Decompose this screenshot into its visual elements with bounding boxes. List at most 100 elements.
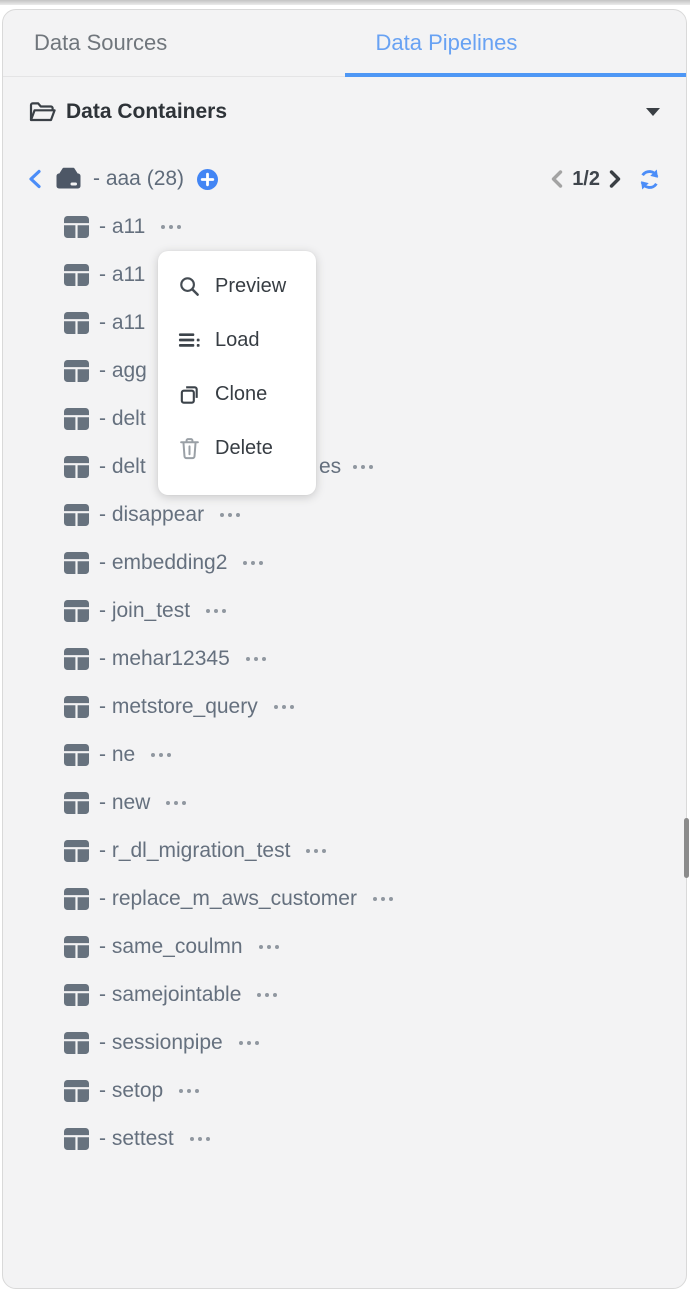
item-label: - embedding2 (99, 551, 228, 574)
container-label[interactable]: - aaa (28) (93, 167, 185, 190)
item-label: - ne (99, 743, 136, 766)
table-row[interactable]: - delt (3, 395, 686, 443)
table-icon (63, 263, 90, 287)
table-icon (63, 1031, 90, 1055)
table-icon (63, 1079, 90, 1103)
table-row[interactable]: - a11 (3, 251, 686, 299)
item-label: - a11 (99, 311, 146, 334)
ellipsis-menu-icon[interactable] (189, 1137, 210, 1141)
item-label: - setop (99, 1079, 164, 1102)
ellipsis-menu-icon[interactable] (161, 225, 182, 229)
table-row[interactable]: - same_coulmn (3, 923, 686, 971)
item-label: - a11 (99, 215, 146, 238)
menu-item-label: Preview (215, 274, 287, 297)
item-label: - mehar12345 (99, 647, 230, 670)
table-row[interactable]: - embedding2 (3, 539, 686, 587)
table-row[interactable]: - settest (3, 1115, 686, 1163)
ellipsis-menu-icon[interactable] (372, 897, 393, 901)
item-label: - delt (99, 407, 146, 430)
ellipsis-menu-icon[interactable] (273, 705, 294, 709)
ellipsis-menu-icon[interactable] (166, 801, 187, 805)
table-icon (63, 503, 90, 527)
menu-item-clone[interactable]: Clone (158, 367, 316, 421)
table-row[interactable]: - replace_m_aws_customer (3, 875, 686, 923)
item-suffix: es (319, 455, 342, 478)
ellipsis-menu-icon[interactable] (353, 465, 373, 469)
ellipsis-menu-icon[interactable] (238, 1041, 259, 1045)
container-items-list: - a11 - a11 - a11 (3, 203, 686, 1163)
table-icon (63, 743, 90, 767)
item-label: - same_coulmn (99, 935, 243, 958)
refresh-icon[interactable] (637, 168, 662, 191)
ellipsis-menu-icon[interactable] (243, 561, 264, 565)
item-label: - settest (99, 1127, 174, 1150)
data-pipelines-panel: Data Sources Data Pipelines Data Contain… (2, 9, 687, 1289)
table-row[interactable]: - a11 (3, 203, 686, 251)
search-icon (177, 274, 201, 298)
tab-data-pipelines[interactable]: Data Pipelines (344, 10, 687, 77)
menu-item-preview[interactable]: Preview (158, 259, 316, 313)
table-row[interactable]: - r_dl_migration_test (3, 827, 686, 875)
tab-bar: Data Sources Data Pipelines (3, 10, 686, 77)
table-row[interactable]: - disappear (3, 491, 686, 539)
table-icon (63, 791, 90, 815)
container-icon (52, 166, 84, 192)
item-label: - delt (99, 455, 146, 478)
clone-icon (177, 382, 201, 406)
top-edge-strip (0, 0, 690, 5)
table-icon (63, 647, 90, 671)
page-indicator: 1/2 (572, 167, 600, 190)
item-label: - metstore_query (99, 695, 258, 718)
menu-item-delete[interactable]: Delete (158, 421, 316, 475)
menu-item-label: Load (215, 328, 260, 351)
menu-item-label: Delete (215, 436, 273, 459)
table-row[interactable]: - new (3, 779, 686, 827)
ellipsis-menu-icon[interactable] (257, 993, 278, 997)
ellipsis-menu-icon[interactable] (245, 657, 266, 661)
table-row[interactable]: - setop (3, 1067, 686, 1115)
ellipsis-menu-icon[interactable] (306, 849, 327, 853)
menu-item-label: Clone (215, 382, 268, 405)
item-label: - r_dl_migration_test (99, 839, 291, 862)
table-icon (63, 1127, 90, 1151)
table-row[interactable]: - delt es (3, 443, 686, 491)
scrollbar-thumb[interactable] (684, 818, 689, 878)
tab-data-sources[interactable]: Data Sources (3, 10, 345, 76)
table-icon (63, 455, 90, 479)
tab-data-pipelines-label: Data Pipelines (375, 30, 518, 55)
chevron-down-icon[interactable] (646, 108, 660, 116)
ellipsis-menu-icon[interactable] (179, 1089, 200, 1093)
menu-item-load[interactable]: Load (158, 313, 316, 367)
item-label: - sessionpipe (99, 1031, 223, 1054)
table-icon (63, 599, 90, 623)
ellipsis-menu-icon[interactable] (206, 609, 227, 613)
data-containers-header[interactable]: Data Containers (3, 77, 686, 147)
table-icon (63, 839, 90, 863)
table-row[interactable]: - agg (3, 347, 686, 395)
table-row[interactable]: - join_test (3, 587, 686, 635)
item-label: - replace_m_aws_customer (99, 887, 357, 910)
container-row: - aaa (28) 1/2 (3, 155, 686, 203)
table-row[interactable]: - metstore_query (3, 683, 686, 731)
ellipsis-menu-icon[interactable] (151, 753, 172, 757)
collapse-chevron-left-icon[interactable] (27, 169, 42, 189)
table-icon (63, 983, 90, 1007)
context-menu: Preview Load Clone (158, 251, 316, 495)
table-row[interactable]: - samejointable (3, 971, 686, 1019)
page-prev-icon[interactable] (550, 170, 563, 188)
page-next-icon[interactable] (609, 170, 622, 188)
item-label: - disappear (99, 503, 205, 526)
add-icon[interactable] (196, 168, 219, 191)
open-folder-icon (29, 100, 56, 124)
ellipsis-menu-icon[interactable] (220, 513, 241, 517)
table-row[interactable]: - mehar12345 (3, 635, 686, 683)
table-icon (63, 551, 90, 575)
item-label: - agg (99, 359, 147, 382)
table-row[interactable]: - ne (3, 731, 686, 779)
table-icon (63, 887, 90, 911)
table-row[interactable]: - sessionpipe (3, 1019, 686, 1067)
table-icon (63, 695, 90, 719)
table-row[interactable]: - a11 (3, 299, 686, 347)
table-icon (63, 935, 90, 959)
ellipsis-menu-icon[interactable] (258, 945, 279, 949)
